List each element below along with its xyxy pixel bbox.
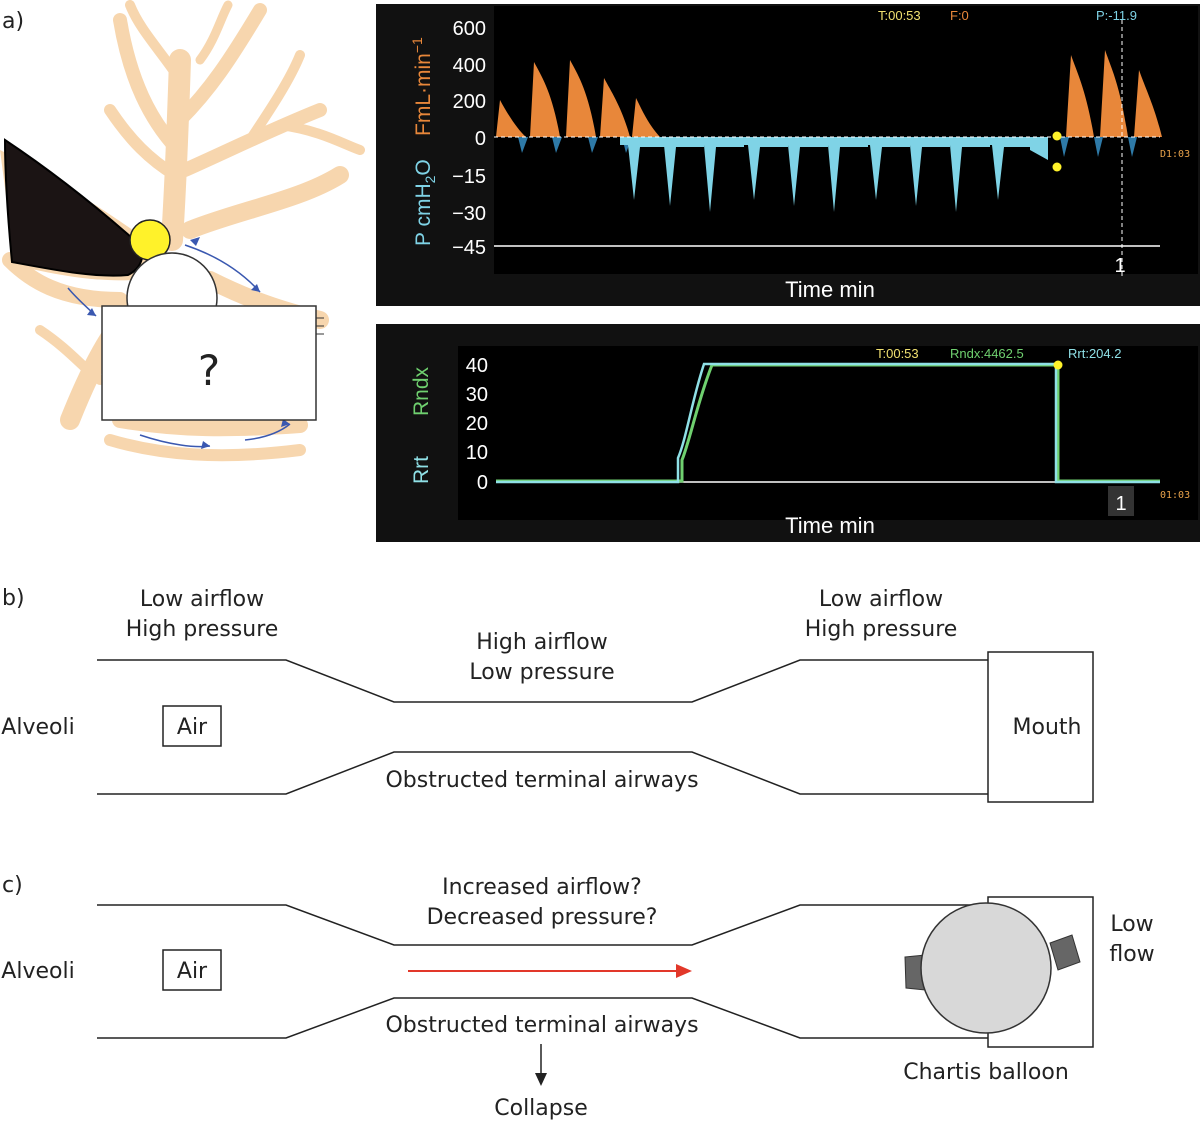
flow-tick-200: 200 xyxy=(453,91,486,113)
pressure-dip-13 xyxy=(946,137,990,212)
diagram-c-flow-note: flow xyxy=(1109,942,1154,967)
r-tick-20: 20 xyxy=(466,413,488,435)
pressure-axis-label: P cmH2O xyxy=(412,159,438,246)
diagram-c-bottom-note: Obstructed terminal airways xyxy=(385,1013,698,1038)
top-readout-pressure: P:-11.9 xyxy=(1096,8,1137,23)
airflow-arrow xyxy=(408,964,692,978)
bottom-readout-rrt: Rrt:204.2 xyxy=(1068,346,1121,361)
diagram-b-left-note-1: Low airflow xyxy=(140,587,264,612)
diagram-b-mid-note-1: High airflow xyxy=(476,630,608,655)
pressure-dip-2 xyxy=(552,137,562,153)
pressure-dip-7 xyxy=(700,137,744,212)
diagram-b-air-box xyxy=(162,705,222,747)
unknown-mark: ? xyxy=(198,346,220,395)
flow-tick-400: 400 xyxy=(453,55,486,77)
diagram-b-air-label: Air xyxy=(177,715,208,740)
unknown-region-box xyxy=(101,305,317,421)
rrt-curve xyxy=(496,362,1160,484)
pressure-dip-11 xyxy=(866,137,910,200)
pressure-tick-30: −30 xyxy=(452,203,486,225)
r-tick-10: 10 xyxy=(466,442,488,464)
pressure-dip-9 xyxy=(784,137,828,206)
late-flow-burst-1 xyxy=(1066,55,1094,137)
pressure-dip-14 xyxy=(988,137,1032,200)
panel-label-b: b) xyxy=(2,586,25,611)
diagram-c-air-box xyxy=(162,949,222,991)
top-readout-flow: F:0 xyxy=(950,8,969,23)
pressure-tick-45: −45 xyxy=(452,237,486,259)
bottom-readout-time: T:00:53 xyxy=(876,346,919,361)
pressure-release xyxy=(1030,137,1048,160)
rrt-axis-label: Rrt xyxy=(410,456,433,484)
panel-label-c: c) xyxy=(2,873,23,898)
top-readout-time: T:00:53 xyxy=(878,8,921,23)
diagram-b-right-note-2: High pressure xyxy=(805,617,958,642)
diagram-b-right-note-1: Low airflow xyxy=(819,587,943,612)
diagram-b-left-note-2: High pressure xyxy=(126,617,279,642)
diagram-c-air-label: Air xyxy=(177,959,208,984)
resistance-chart: 40 30 20 10 0 1 Time min Rndx Rrt T:00:5… xyxy=(376,324,1200,542)
chartis-balloon xyxy=(904,902,1081,1034)
airway-diagram-b xyxy=(97,659,988,795)
pressure-dip-6 xyxy=(660,137,704,206)
pressure-dip-5 xyxy=(624,137,668,200)
diagram-c-mid-note-2: Decreased pressure? xyxy=(427,905,658,930)
rndx-axis-label: Rndx xyxy=(410,366,433,416)
diagram-b-mid-note-2: Low pressure xyxy=(469,660,614,685)
flow-burst-2 xyxy=(530,62,560,137)
top-x-axis-label: Time min xyxy=(785,277,875,302)
flow-burst-3 xyxy=(566,60,596,137)
pressure-dip-12 xyxy=(906,137,950,206)
pressure-dip-1 xyxy=(518,137,528,153)
late-flow-burst-3 xyxy=(1134,70,1162,137)
pressure-flow-chart: 600 400 200 0 −15 −30 −45 1 Time min P c… xyxy=(376,4,1200,306)
pressure-dip-10 xyxy=(824,137,868,212)
diagram-c-alveoli-label: Alveoli xyxy=(1,959,74,984)
pressure-dip-3 xyxy=(588,137,598,153)
flow-tick-0: 0 xyxy=(475,128,486,150)
diagram-b-mouth-box xyxy=(987,651,1094,803)
flow-axis-label: FmL·min−1 xyxy=(409,37,435,136)
diagram-b-mouth-label: Mouth xyxy=(1013,715,1082,740)
bottom-x-tick-1: 1 xyxy=(1115,493,1126,515)
pressure-tick-15: −15 xyxy=(452,166,486,188)
bottom-x-axis-label: Time min xyxy=(785,513,875,538)
collapse-arrow xyxy=(535,1044,547,1086)
bottom-marker xyxy=(1053,360,1063,370)
panel-label-a: a) xyxy=(2,9,24,34)
late-pressure-dip-1 xyxy=(1060,137,1069,157)
bottom-readout-rndx: Rndx:4462.5 xyxy=(950,346,1024,361)
airway-diagram-c xyxy=(97,904,988,1039)
flow-burst-1 xyxy=(496,100,526,137)
top-x-tick-1: 1 xyxy=(1114,255,1125,277)
pressure-dip-8 xyxy=(744,137,788,200)
diagram-c-collapse-note: Collapse xyxy=(494,1096,588,1121)
r-tick-40: 40 xyxy=(466,355,488,377)
bottom-corner-time: 01:03 xyxy=(1160,490,1190,501)
r-tick-0: 0 xyxy=(477,472,488,494)
late-flow-burst-2 xyxy=(1100,50,1128,137)
chartis-balloon-label: Chartis balloon xyxy=(903,1060,1069,1085)
diagram-c-low-note: Low xyxy=(1110,912,1153,937)
r-tick-30: 30 xyxy=(466,384,488,406)
top-marker-upper xyxy=(1052,131,1062,141)
top-marker-lower xyxy=(1052,162,1062,172)
top-corner-time: D1:03 xyxy=(1160,149,1190,160)
flow-tick-600: 600 xyxy=(453,18,486,40)
diagram-b-bottom-note: Obstructed terminal airways xyxy=(385,768,698,793)
diagram-c-mid-note-1: Increased airflow? xyxy=(442,875,642,900)
flow-burst-5 xyxy=(632,98,660,137)
late-pressure-dip-2 xyxy=(1094,137,1103,157)
late-pressure-dip-3 xyxy=(1128,137,1137,157)
flow-burst-4 xyxy=(600,78,630,137)
diagram-b-alveoli-label: Alveoli xyxy=(1,715,74,740)
